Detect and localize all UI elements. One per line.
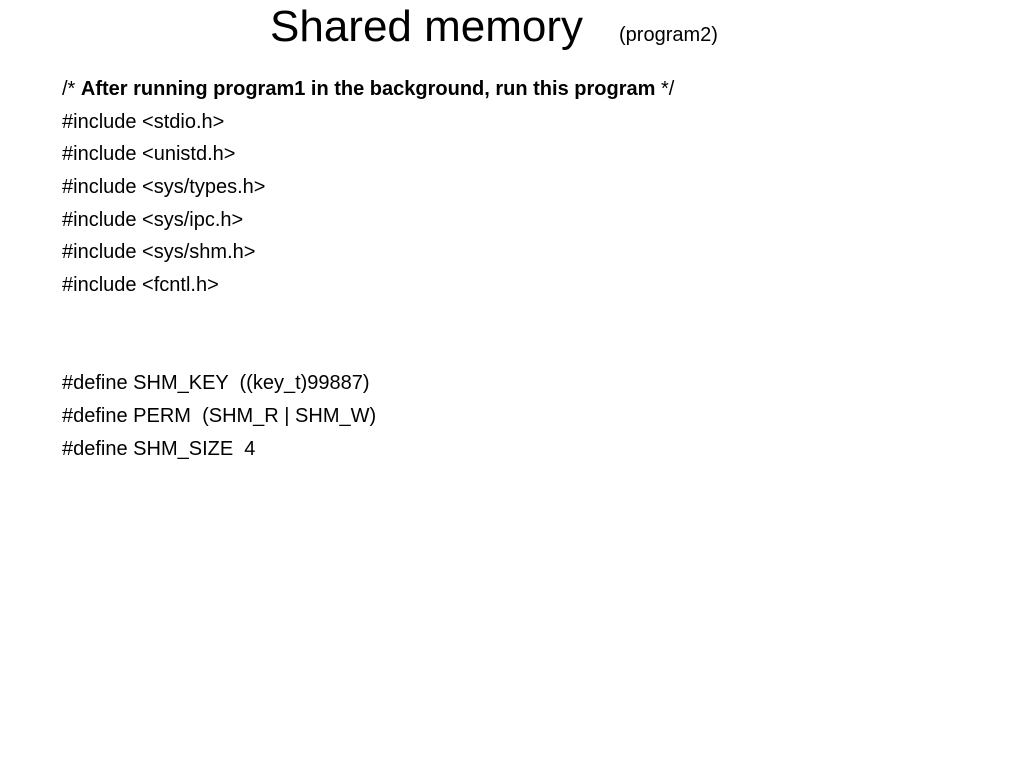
include-line: #include <fcntl.h> [62,274,219,297]
comment-text: After running program1 in the background… [80,78,656,100]
comment-open: /* [62,78,81,100]
comment-line: /* After running program1 in the backgro… [62,76,1002,109]
define-line: #define SHM_SIZE 4 [62,437,256,460]
define-line: #define SHM_KEY ((key_t)99887) [62,372,370,395]
blank-line [62,305,1002,338]
include-line: #include <sys/shm.h> [62,241,256,264]
include-line: #include <sys/types.h> [62,176,266,199]
include-line: #include <sys/ipc.h> [62,208,244,231]
blank-line [62,338,1002,371]
define-line: #define PERM (SHM_R | SHM_W) [62,404,377,427]
slide-title: Shared memory [270,2,584,51]
comment-close: */ [655,78,675,100]
slide-subtitle: (program2) [619,24,718,46]
include-line: #include <unistd.h> [62,143,236,166]
include-line: #include <stdio.h> [62,110,225,133]
code-listing: /* After running program1 in the backgro… [62,76,1002,468]
slide-header: Shared memory (program2) [0,0,1024,60]
